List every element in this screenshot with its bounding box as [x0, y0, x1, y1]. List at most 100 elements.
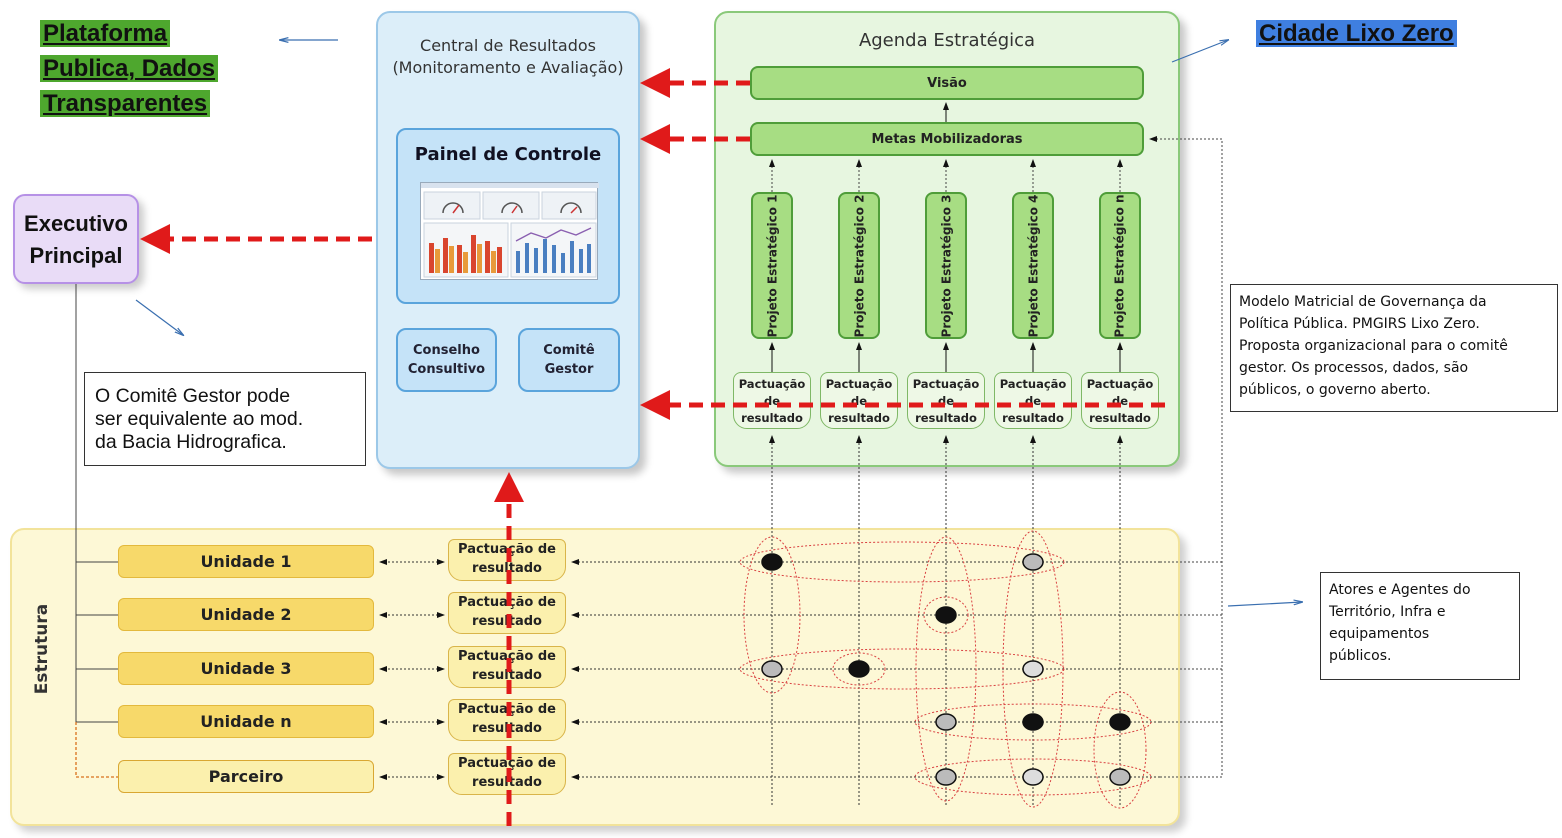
node-dot-hollow: [1022, 768, 1044, 786]
node-dot-filled: [761, 553, 783, 571]
group-ellipse: [914, 758, 1152, 796]
projeto-estrategico-3: Projeto Estratégico 3: [925, 192, 967, 339]
central-subtitle: (Monitoramento e Avaliação): [392, 58, 624, 77]
visao-label: Visão: [927, 75, 967, 91]
note-line: ser equivalente ao mod.: [95, 408, 304, 430]
parceiro-box: Parceiro: [118, 760, 374, 793]
node-dot-hollow: [1022, 660, 1044, 678]
pact-line: resultado: [472, 668, 542, 683]
node-dot-hollow: [935, 713, 957, 731]
note-line: gestor. Os processos, dados, são: [1239, 360, 1469, 376]
pact-line: resultado: [828, 411, 890, 425]
pact-line: resultado: [1002, 411, 1064, 425]
conselho-line: Consultivo: [407, 362, 486, 377]
feedback-line: [1149, 136, 1223, 778]
node-dot-filled: [935, 606, 957, 624]
group-ellipse: [739, 648, 1065, 690]
metas-label: Metas Mobilizadoras: [871, 131, 1023, 147]
pact-line: Pactuação de: [458, 649, 556, 664]
note-line: equipamentos: [1329, 626, 1430, 642]
plataforma-title-line: Publica, Dados: [40, 55, 219, 82]
cidade-title-text: Cidade Lixo Zero: [1256, 20, 1457, 47]
node-dot-filled: [848, 660, 870, 678]
group-ellipse: [915, 536, 977, 802]
dashboard-thumbnail: [420, 182, 599, 280]
note-line: públicos, o governo aberto.: [1239, 382, 1431, 398]
node-dot-hollow: [761, 660, 783, 678]
node-dot-hollow: [1109, 768, 1131, 786]
group-ellipse: [743, 536, 801, 694]
group-ellipse: [914, 703, 1152, 741]
note-line: Território, Infra e: [1329, 604, 1446, 620]
pact-line: resultado: [915, 411, 977, 425]
node-dot-filled: [1109, 713, 1131, 731]
metas-box: Metas Mobilizadoras: [750, 122, 1144, 156]
unit-label: Unidade 1: [200, 552, 292, 571]
comite-line: Comitê: [543, 343, 595, 358]
plataforma-title-line: Plataforma: [40, 20, 171, 47]
executivo-principal-box: Executivo Principal: [13, 194, 139, 284]
projeto-estrategico-1: Projeto Estratégico 1: [751, 192, 793, 339]
executivo-line: Executivo: [24, 211, 128, 236]
unidade-n-box: Unidade n: [118, 705, 374, 738]
note-line: Proposta organizacional para o comitê: [1239, 338, 1508, 354]
pact-line: resultado: [472, 561, 542, 576]
pact-line: Pactuação: [825, 377, 893, 391]
pointer-arrow: [1227, 602, 1302, 607]
agenda-title: Agenda Estratégica: [858, 30, 1036, 51]
note-line: Política Pública. PMGIRS Lixo Zero.: [1239, 316, 1480, 332]
pact-line: resultado: [472, 775, 542, 790]
pact-line: Pactuação: [912, 377, 980, 391]
unit-label: Parceiro: [208, 767, 284, 786]
pact-line: resultado: [741, 411, 803, 425]
pointer-arrow: [135, 299, 183, 335]
unit-label: Unidade 2: [200, 605, 292, 624]
pact-line: resultado: [1089, 411, 1151, 425]
atores-note: Atores e Agentes do Território, Infra e …: [1320, 572, 1520, 680]
group-ellipse: [1093, 691, 1147, 809]
pact-line: Pactuação: [1086, 377, 1154, 391]
painel-title: Painel de Controle: [414, 144, 602, 165]
pointer-arrow: [1171, 40, 1228, 63]
plataforma-title: Plataforma Publica, Dados Transparentes: [40, 18, 219, 120]
node-dot-hollow: [935, 768, 957, 786]
note-line: da Bacia Hidrografica.: [95, 431, 287, 453]
visao-box: Visão: [750, 66, 1144, 100]
projeto-estrategico-4: Projeto Estratégico 4: [1012, 192, 1054, 339]
cidade-title: Cidade Lixo Zero: [1256, 18, 1457, 50]
unidade-2-box: Unidade 2: [118, 598, 374, 631]
note-line: Modelo Matricial de Governança da: [1239, 294, 1487, 310]
pact-line: Pactuação: [738, 377, 806, 391]
group-ellipse: [832, 652, 886, 686]
unidade-1-box: Unidade 1: [118, 545, 374, 578]
central-title: Central de Resultados: [420, 36, 596, 55]
comite-note: O Comitê Gestor pode ser equivalente ao …: [84, 372, 366, 466]
pact-line: Pactuação: [999, 377, 1067, 391]
projeto-estrategico-2: Projeto Estratégico 2: [838, 192, 880, 339]
node-dot-filled: [1022, 713, 1044, 731]
group-ellipse: [923, 596, 969, 634]
note-line: O Comitê Gestor pode: [95, 385, 291, 407]
node-dot-hollow: [1022, 553, 1044, 571]
parceiro-link: [75, 722, 118, 778]
unidade-3-box: Unidade 3: [118, 652, 374, 685]
pact-line: Pactuação de: [458, 756, 556, 771]
group-ellipse: [1002, 530, 1064, 808]
plataforma-title-line: Transparentes: [40, 90, 211, 117]
note-line: públicos.: [1329, 648, 1392, 664]
modelo-note: Modelo Matricial de Governança da Políti…: [1230, 284, 1558, 412]
projeto-estrategico-n: Projeto Estratégico n: [1099, 192, 1141, 339]
executivo-line: Principal: [29, 243, 123, 268]
painel-de-controle: Painel de Controle: [396, 128, 620, 304]
conselho-line: Conselho: [413, 343, 480, 358]
dashboard-image: [421, 183, 599, 278]
